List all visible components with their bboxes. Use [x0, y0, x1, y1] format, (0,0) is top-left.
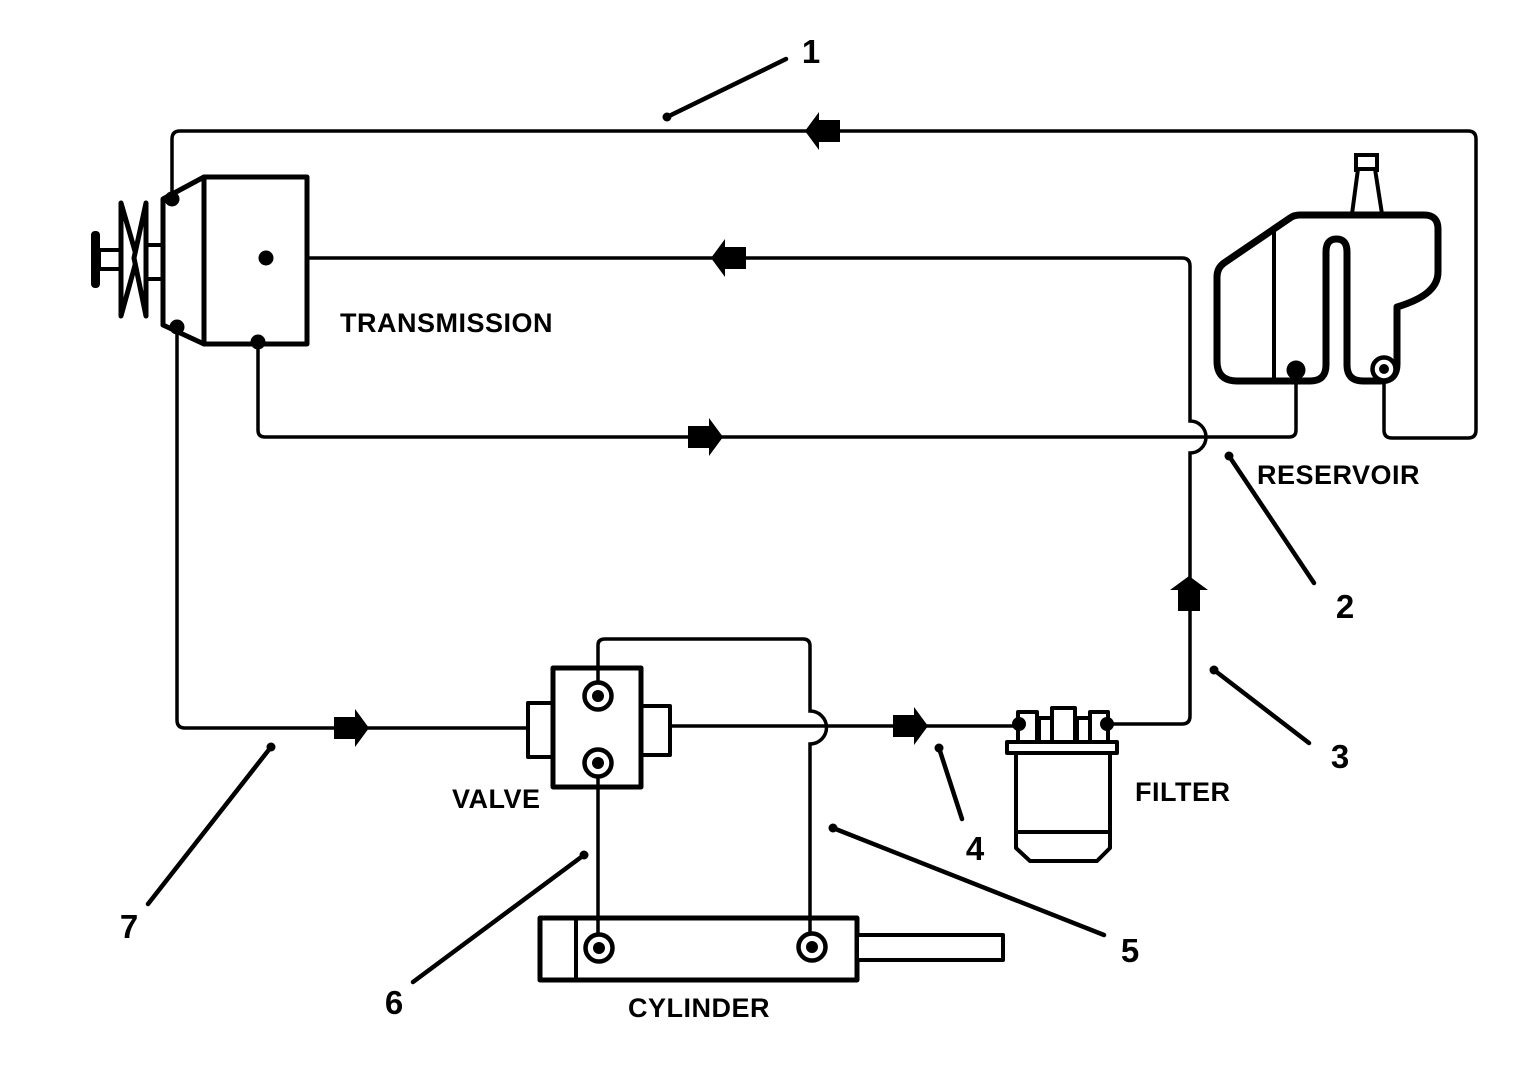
- reservoir-body: [1213, 211, 1442, 385]
- leader-line-5: [830, 825, 1107, 938]
- valve-cylinder-loop-line: [596, 637, 829, 947]
- pressure-supply-line: [175, 329, 528, 730]
- leader-line-1: [664, 56, 789, 120]
- cylinder-label: CYLINDER: [628, 993, 770, 1023]
- transmission-suction-port-dot: [164, 191, 180, 207]
- callout-3: 3: [1331, 738, 1349, 775]
- callout-5: 5: [1121, 932, 1139, 969]
- flow-arrow-up-return-icon: [1170, 576, 1208, 611]
- callout-4: 4: [966, 830, 985, 867]
- filter-return-line: [266, 256, 1208, 726]
- reservoir-outlet-port-dot: [1379, 364, 1389, 374]
- leader-dot-7: [266, 742, 276, 752]
- leader-dot-6: [579, 850, 589, 860]
- filter-inlet-dot: [1012, 717, 1026, 731]
- transmission-label: TRANSMISSION: [340, 308, 553, 338]
- reservoir-label: RESERVOIR: [1257, 460, 1420, 490]
- callout-6: 6: [385, 984, 403, 1021]
- cylinder-rod: [855, 933, 1005, 962]
- leader-line-2: [1226, 453, 1317, 586]
- filter-symbol: [1005, 706, 1119, 863]
- callout-2: 2: [1336, 588, 1354, 625]
- valve-top-port-dot: [592, 690, 604, 702]
- flow-arrow-right-filter-icon: [893, 707, 928, 745]
- pump-pulley-icon: [91, 200, 164, 319]
- valve-right-tab: [639, 704, 672, 757]
- transmission-symbol: [91, 174, 310, 350]
- filter-outlet-dot: [1100, 717, 1114, 731]
- leader-line-7: [145, 744, 274, 907]
- flow-arrow-left-middle-icon: [711, 239, 746, 277]
- suction-line: [170, 129, 1478, 440]
- callout-1: 1: [802, 33, 820, 70]
- leader-dot-3: [1209, 665, 1219, 675]
- transmission-pressure-port-dot: [169, 319, 185, 335]
- valve-bottom-port-dot: [592, 757, 604, 769]
- filter-fitting-3: [1050, 706, 1077, 744]
- flow-arrow-right-supply-icon: [334, 709, 369, 747]
- pulley-sheave-left: [118, 200, 140, 319]
- reservoir-return-port-dot: [1286, 360, 1306, 380]
- pulley-shaft: [97, 248, 123, 271]
- callout-leaders: [145, 56, 1317, 985]
- leader-dot-1: [662, 112, 672, 122]
- cylinder-right-port-dot: [806, 941, 818, 953]
- leader-line-6: [410, 852, 587, 985]
- callout-7: 7: [120, 908, 138, 945]
- leader-dot-5: [828, 823, 838, 833]
- transmission-body: [201, 174, 310, 347]
- transmission-to-reservoir-line: [256, 344, 1298, 439]
- leader-line-3: [1211, 667, 1312, 746]
- transmission-return-port-dot: [258, 250, 274, 266]
- reservoir-symbol: [1213, 153, 1442, 385]
- valve-left-tab: [526, 701, 555, 759]
- reservoir-filler-neck: [1350, 167, 1384, 216]
- leader-line-4: [936, 745, 965, 822]
- pulley-shaft-end: [91, 231, 100, 288]
- leader-dot-4: [934, 743, 944, 753]
- pulley-sheave-right: [131, 200, 149, 319]
- leader-dot-2: [1224, 451, 1234, 461]
- transmission-drain-port-dot: [250, 334, 266, 350]
- filter-canister: [1014, 751, 1112, 863]
- valve-label: VALVE: [452, 784, 541, 814]
- filter-label: FILTER: [1135, 777, 1230, 807]
- cylinder-left-port-dot: [593, 942, 605, 954]
- flow-arrow-right-drain-icon: [688, 418, 723, 456]
- flow-arrow-left-top-icon: [805, 112, 840, 150]
